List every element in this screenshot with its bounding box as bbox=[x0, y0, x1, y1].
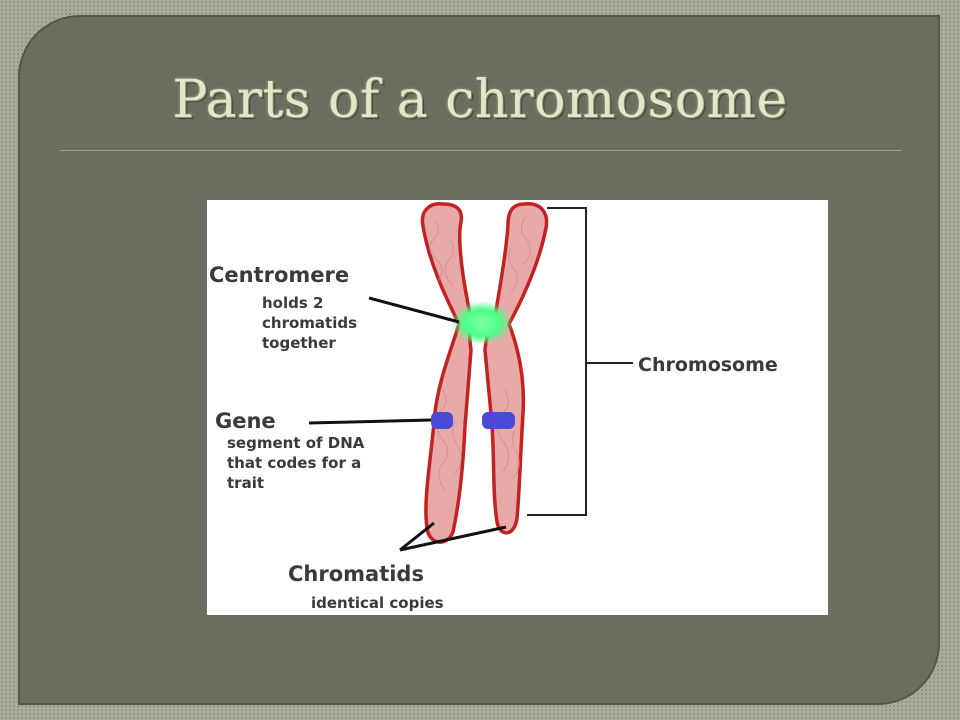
gene-desc-line-1: segment of DNA bbox=[227, 434, 365, 452]
centromere-desc-line-2: chromatids bbox=[262, 314, 357, 332]
left-chromatid bbox=[420, 202, 473, 544]
centromere-pointer-line bbox=[368, 296, 460, 324]
diagram-canvas: Centromere holds 2 chromatids together G… bbox=[209, 202, 778, 612]
centromere-desc-line-3: together bbox=[262, 334, 336, 352]
title-underline bbox=[60, 150, 902, 151]
centromere-region bbox=[451, 301, 513, 345]
gene-desc-line-2: that codes for a bbox=[227, 454, 361, 472]
chromatids-pointer-left bbox=[399, 521, 435, 552]
gene-desc-line-3: trait bbox=[227, 474, 264, 492]
chromatids-pointer-right bbox=[399, 525, 507, 552]
chromatids-label: Chromatids bbox=[288, 562, 424, 586]
chromosome-bracket bbox=[527, 207, 587, 516]
gene-pointer-line bbox=[308, 418, 432, 425]
gene-label: Gene bbox=[215, 409, 276, 433]
right-chromatid bbox=[483, 202, 549, 535]
centromere-desc-line-1: holds 2 bbox=[262, 294, 323, 312]
gene-band-right bbox=[482, 412, 515, 429]
gene-band-left bbox=[431, 412, 453, 429]
chromatids-desc: identical copies bbox=[311, 594, 444, 612]
chromosome-label: Chromosome bbox=[638, 354, 778, 376]
chromatid-texture bbox=[429, 217, 531, 491]
slide-title: Parts of a chromosome bbox=[172, 70, 788, 130]
centromere-label: Centromere bbox=[209, 263, 349, 287]
chromosome-diagram: Centromere holds 2 chromatids together G… bbox=[207, 200, 828, 615]
